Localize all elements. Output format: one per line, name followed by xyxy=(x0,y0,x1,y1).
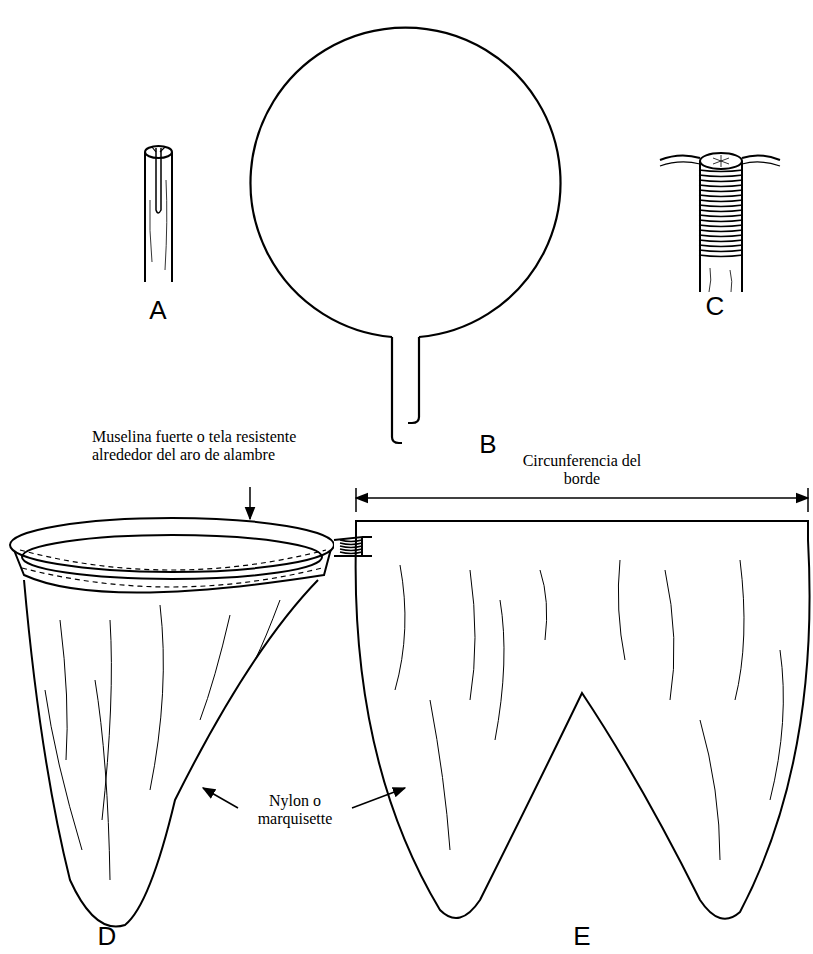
wire-winding xyxy=(699,230,743,232)
wire-winding xyxy=(699,205,743,207)
wire-winding xyxy=(699,215,743,217)
wire-winding xyxy=(699,210,743,212)
assembled-net-d xyxy=(10,518,372,927)
wire-winding xyxy=(699,240,743,242)
leader-lines xyxy=(203,487,808,808)
wire-winding xyxy=(699,190,743,192)
wire-winding xyxy=(699,170,743,172)
wire-winding xyxy=(699,200,743,202)
cut-pattern-e xyxy=(356,521,810,919)
wire-winding xyxy=(699,250,743,252)
wire-winding xyxy=(340,543,362,545)
wire-winding xyxy=(699,185,743,187)
callout-note: Muselina fuerte o tela resistente alrede… xyxy=(92,428,352,465)
callout-note: Nylon o marquisette xyxy=(245,792,345,829)
wire-winding xyxy=(699,245,743,247)
wire-winding xyxy=(699,235,743,237)
wire-winding xyxy=(340,552,362,554)
part-letter: E xyxy=(573,922,590,952)
part-letter: A xyxy=(149,296,166,326)
wire-winding xyxy=(340,546,362,548)
wire-hoop-b xyxy=(246,21,564,443)
wire-winding xyxy=(699,195,743,197)
wire-winding xyxy=(699,180,743,182)
wire-winding xyxy=(340,540,362,542)
wrapped-handle-c xyxy=(660,153,780,292)
pole-a xyxy=(145,146,172,282)
part-letter: D xyxy=(98,922,117,952)
part-letter: B xyxy=(479,430,496,460)
wire-winding xyxy=(699,220,743,222)
wire-winding xyxy=(699,175,743,177)
wire-winding xyxy=(699,225,743,227)
wire-winding xyxy=(699,255,743,257)
wire-winding xyxy=(340,549,362,551)
part-letter: C xyxy=(706,292,725,322)
dimension-label: Circunferencia del borde xyxy=(514,452,650,489)
